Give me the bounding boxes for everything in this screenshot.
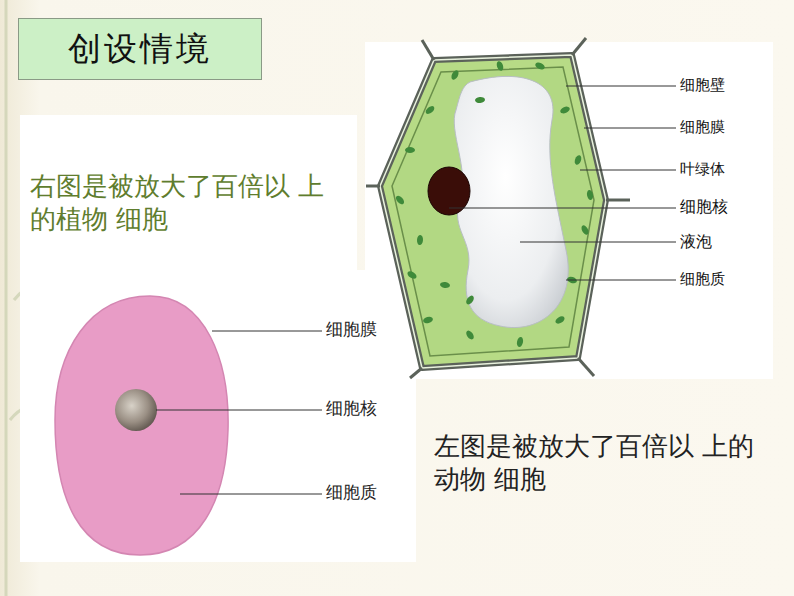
part-label: 液泡	[680, 232, 770, 252]
part-label: 细胞膜	[326, 319, 414, 340]
chloroplast	[406, 270, 418, 280]
chloroplast	[424, 105, 436, 116]
chloroplast	[417, 235, 424, 245]
chloroplast	[394, 194, 405, 205]
part-label: 细胞质	[680, 270, 770, 289]
chloroplast	[573, 154, 582, 165]
chloroplast	[475, 96, 486, 103]
chloroplast	[496, 60, 505, 71]
chloroplast	[405, 147, 415, 153]
chloroplast	[465, 329, 476, 341]
part-label: 细胞膜	[680, 118, 770, 137]
caption-text: 右图是被放大了百倍以 上的植物 细胞	[30, 170, 350, 235]
chloroplast	[422, 316, 433, 324]
part-label: 叶绿体	[680, 160, 770, 179]
slide-title: 创设情境	[68, 27, 212, 72]
chloroplast	[450, 69, 460, 81]
chloroplast	[440, 281, 451, 288]
part-label: 细胞核	[326, 398, 414, 419]
part-label: 细胞壁	[680, 76, 770, 95]
chloroplast	[559, 105, 571, 114]
chloroplast	[465, 294, 476, 306]
chloroplast	[554, 315, 566, 325]
part-label: 细胞核	[680, 197, 770, 217]
chloroplast	[586, 190, 594, 201]
caption-text: 左图是被放大了百倍以 上的动物 细胞	[434, 430, 764, 495]
part-label: 细胞质	[326, 482, 414, 503]
chloroplast	[534, 61, 546, 71]
title-box: 创设情境	[18, 18, 262, 80]
chloroplast	[516, 336, 524, 347]
chloroplast	[580, 224, 590, 236]
